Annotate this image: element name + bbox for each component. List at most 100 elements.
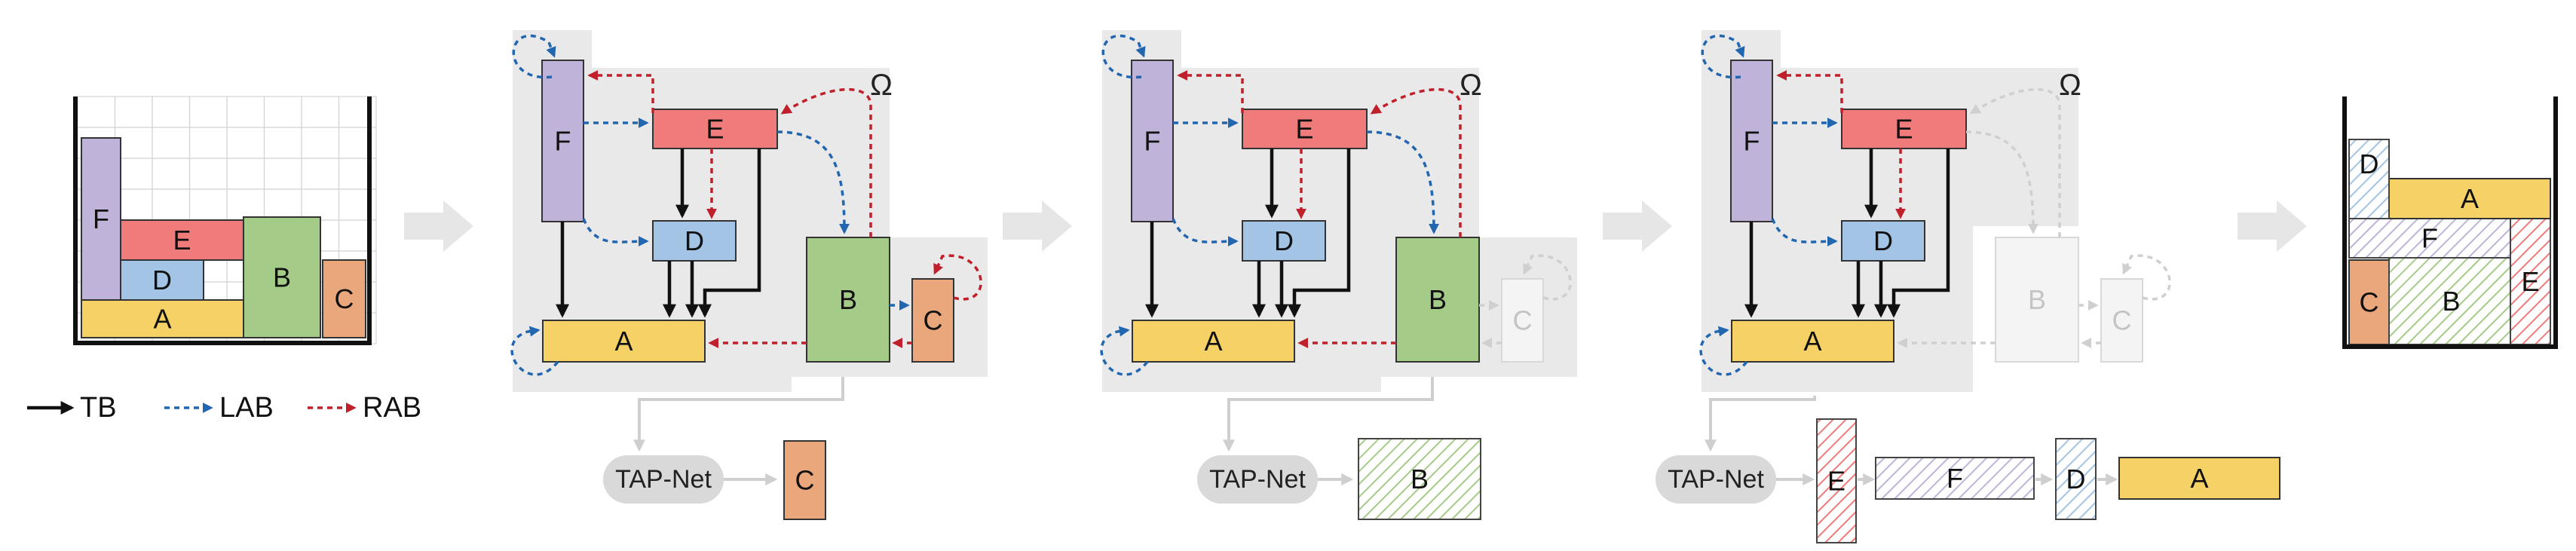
grid-cell [301, 188, 340, 221]
self-loop-C [933, 254, 982, 301]
graph-node-C-label: C [924, 305, 943, 336]
lab-E-B [1965, 130, 2038, 234]
omega-label: Ω [870, 69, 893, 102]
grid-cell [77, 96, 116, 128]
grid-cell [263, 158, 302, 190]
selected-E [1816, 418, 1857, 543]
graph-node-B [1395, 237, 1480, 363]
omega-label: Ω [1460, 69, 1482, 102]
grid-cell [188, 158, 228, 190]
grid-cell [226, 127, 265, 159]
item-E [120, 219, 244, 261]
grid-cell [263, 96, 302, 128]
grid-cell [152, 127, 191, 159]
flow-arrow-1 [404, 201, 473, 252]
selected-B [1358, 438, 1481, 520]
self-loop-C [2122, 254, 2171, 301]
graph-node-A-label: A [1803, 326, 1821, 357]
grid-cell [226, 188, 265, 221]
final-E [2510, 218, 2551, 345]
graph-node-B-label: B [2028, 284, 2046, 315]
tb-E-A [1887, 148, 1950, 318]
grid-cell [152, 188, 191, 221]
rab-E-F [1776, 70, 1843, 113]
connector-tapnet [1705, 396, 1816, 452]
graph-node-D-label: D [685, 225, 704, 256]
grid-cell [114, 96, 153, 128]
graph-node-A [542, 320, 706, 363]
item-E-label: E [173, 225, 191, 256]
final-A [2388, 178, 2551, 219]
graph-node-D-label: D [1274, 225, 1294, 256]
grid-cell [152, 96, 191, 128]
selected-F [1875, 457, 2035, 500]
selected-C [783, 440, 826, 520]
graph-node-E [652, 109, 778, 149]
graph-node-D [1242, 220, 1326, 262]
connector-tapnet [1223, 377, 1434, 452]
item-A-label: A [153, 304, 171, 335]
graph-node-F [541, 60, 584, 222]
final-E-label: E [2521, 266, 2539, 297]
container-walls [73, 96, 372, 345]
selected-D [2055, 438, 2097, 520]
selected-E-label: E [1827, 466, 1845, 497]
graph-node-F-label: F [555, 126, 571, 157]
self-loop-A [1699, 326, 1748, 376]
graph-node-E [1841, 109, 1967, 149]
grid-cell [301, 96, 340, 128]
graph-node-C [911, 278, 954, 363]
graph-node-A-label: A [614, 326, 633, 357]
item-D-label: D [152, 265, 172, 295]
graph-node-F [1131, 60, 1174, 222]
graph-node-B-label: B [1429, 284, 1447, 315]
lab-E-B [776, 130, 850, 234]
item-F [81, 137, 121, 301]
item-B-label: B [273, 262, 291, 293]
selected-A-label: A [2190, 463, 2208, 494]
graph-node-D [1841, 220, 1925, 262]
graph-node-B [1995, 237, 2079, 363]
tb-E-A [698, 148, 761, 318]
graph-node-E [1242, 109, 1368, 149]
self-loop-C [1523, 254, 1572, 301]
rab-E-F [1177, 70, 1244, 113]
lab-E-B [1366, 130, 1439, 234]
graph-node-C-label: C [1513, 305, 1533, 336]
connector-tapnet [633, 377, 844, 452]
legend-tb-label: TB [80, 392, 117, 424]
graph-node-A [1132, 320, 1295, 363]
final-D [2348, 139, 2390, 219]
omega-label: Ω [2059, 69, 2081, 102]
item-B [243, 216, 321, 338]
graph-node-C-label: C [2112, 305, 2132, 336]
graph-node-D-label: D [1873, 225, 1893, 256]
grid-cell [263, 188, 302, 221]
selected-F-label: F [1947, 463, 1963, 494]
tb-E-A [1288, 148, 1351, 318]
graph-node-F-label: F [1144, 126, 1161, 157]
final-container-walls [2342, 96, 2558, 349]
final-D-label: D [2360, 148, 2379, 179]
tapnet-label: TAP-Net [615, 465, 712, 494]
item-C [322, 259, 366, 338]
graph-node-F-label: F [1744, 126, 1760, 157]
item-F-label: F [93, 204, 109, 234]
flow-arrow-2 [1003, 201, 1072, 252]
graph-node-D [652, 220, 737, 262]
graph-node-A-label: A [1204, 326, 1222, 357]
grid-cell [301, 158, 340, 190]
graph-node-B-label: B [839, 284, 857, 315]
grid-cell [263, 127, 302, 159]
rab-E-F [587, 70, 654, 113]
grid-cell [226, 96, 265, 128]
tapnet-label: TAP-Net [1209, 465, 1306, 494]
grid-cell [188, 127, 228, 159]
grid-cell [226, 158, 265, 190]
item-C-label: C [335, 283, 354, 314]
item-A [81, 299, 244, 338]
selected-D-label: D [2066, 464, 2086, 494]
tapnet-node [1197, 455, 1318, 504]
final-B-label: B [2442, 286, 2460, 317]
